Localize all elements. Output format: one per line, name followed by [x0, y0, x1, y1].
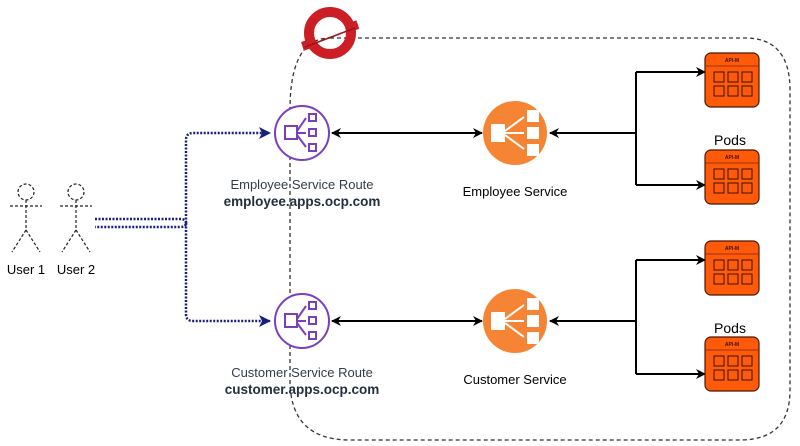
pod-module-icon — [741, 71, 753, 83]
pod-module-icon — [713, 259, 725, 271]
pod-module-icon — [741, 355, 753, 367]
pod-api-m: API-M — [704, 240, 760, 296]
customer-route-host: customer.apps.ocp.com — [224, 382, 380, 397]
employee-pods-label: Pods — [714, 132, 746, 148]
pod-label: API-M — [725, 246, 739, 252]
openshift-logo — [301, 7, 360, 59]
pod-module-icon — [713, 273, 725, 285]
pod-module-icon — [741, 168, 753, 180]
pod-label: API-M — [725, 155, 739, 161]
pod-module-icon — [741, 369, 753, 381]
employee-service-icon — [483, 101, 547, 165]
customer-pods-label: Pods — [714, 320, 746, 336]
customer-route-icon — [274, 293, 330, 349]
employee-route-icon — [274, 105, 330, 161]
customer-pods-links — [549, 255, 706, 379]
employee-route-name: Employee Service Route — [230, 177, 374, 192]
pod-module-icon — [727, 182, 739, 194]
customer-service-label: Customer Service — [463, 372, 567, 387]
user-1-label: User 1 — [6, 262, 46, 277]
pod-module-icon — [727, 355, 739, 367]
employee-service-label: Employee Service — [462, 184, 568, 199]
employee-route-host: employee.apps.ocp.com — [223, 194, 381, 209]
user-links — [95, 127, 271, 327]
pod-module-icon — [727, 71, 739, 83]
employee-pods-links — [549, 67, 706, 190]
pod-api-m: API-M — [704, 336, 760, 392]
pod-module-icon — [713, 168, 725, 180]
pod-api-m: API-M — [704, 149, 760, 205]
pods-layer: API-M API-M API-M API-M — [704, 52, 760, 392]
user-1-actor-icon — [10, 183, 42, 253]
pod-label: API-M — [725, 342, 739, 348]
pod-module-icon — [727, 369, 739, 381]
pod-module-icon — [741, 273, 753, 285]
pod-module-icon — [741, 182, 753, 194]
pod-module-icon — [727, 273, 739, 285]
user-2-actor-icon — [60, 183, 92, 253]
user-2-label: User 2 — [56, 262, 96, 277]
pod-module-icon — [727, 168, 739, 180]
pod-module-icon — [713, 355, 725, 367]
pod-module-icon — [713, 85, 725, 97]
pod-module-icon — [741, 259, 753, 271]
customer-route-name: Customer Service Route — [231, 365, 373, 380]
pod-module-icon — [713, 369, 725, 381]
pod-module-icon — [727, 85, 739, 97]
pod-label: API-M — [725, 58, 739, 64]
pod-module-icon — [741, 85, 753, 97]
pod-module-icon — [713, 182, 725, 194]
pod-api-m: API-M — [704, 52, 760, 108]
customer-service-icon — [483, 289, 547, 353]
pod-module-icon — [713, 71, 725, 83]
pod-module-icon — [727, 259, 739, 271]
